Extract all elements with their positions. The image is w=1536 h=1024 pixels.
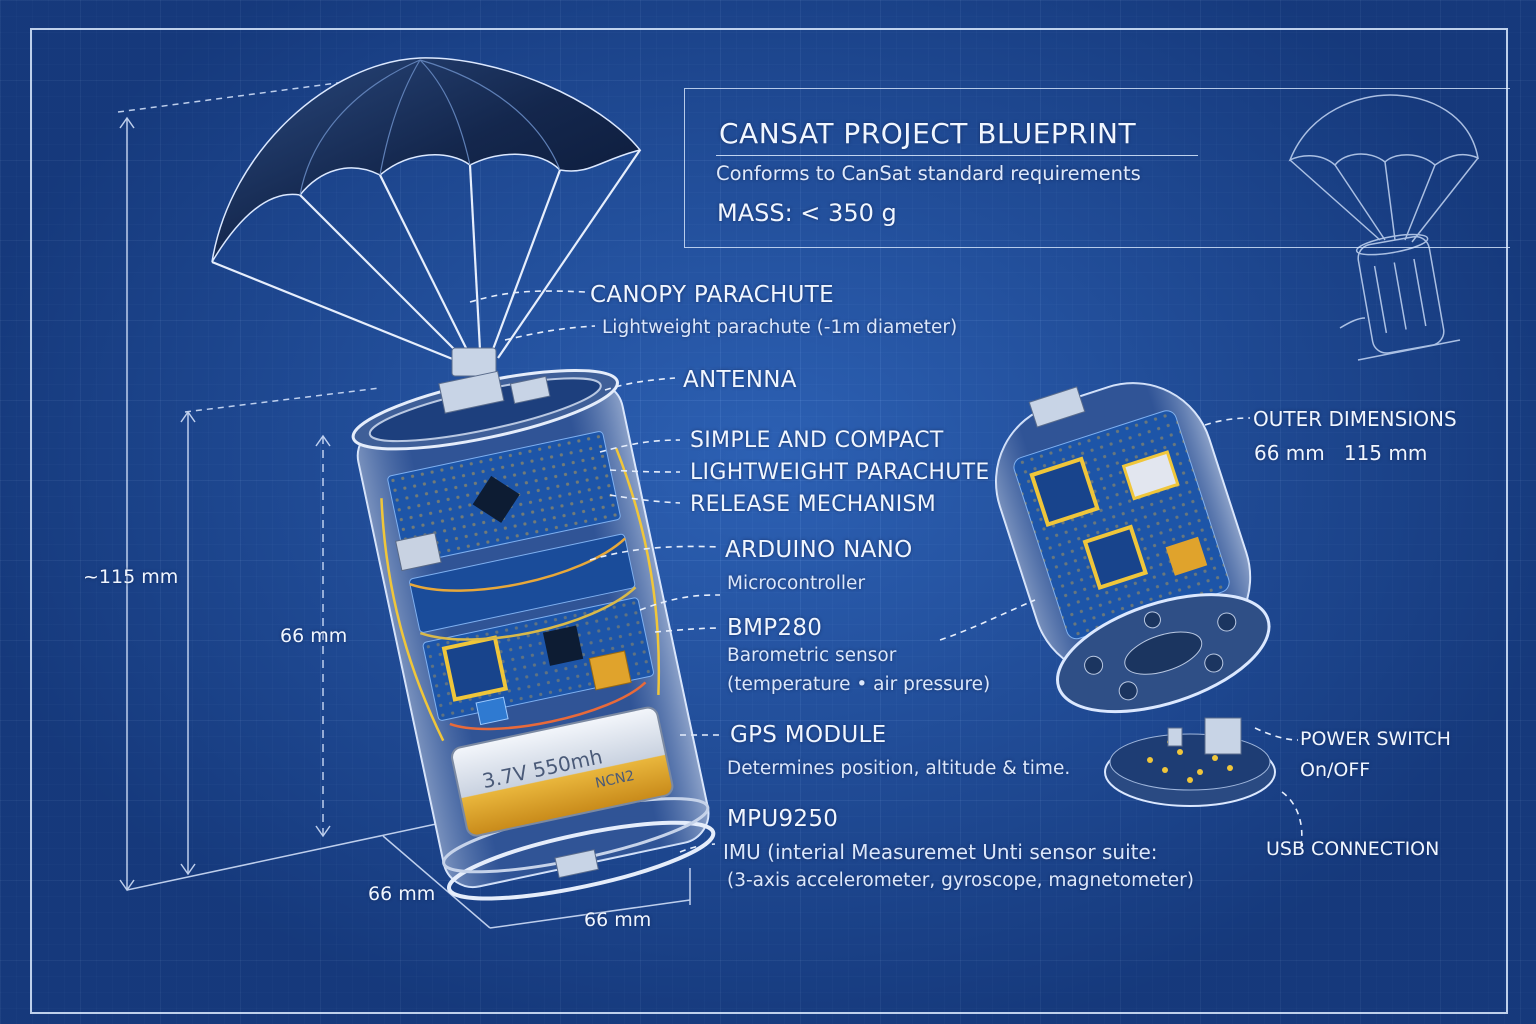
antenna-title: ANTENNA <box>683 367 797 393</box>
mpu-desc2: (3-axis accelerometer, gyroscope, magnet… <box>727 870 1194 891</box>
dimension-height-total: ~115 mm <box>83 566 179 588</box>
power-switch-disc-drawing <box>1104 717 1276 807</box>
page-title: CANSAT PROJECT BLUEPRINT <box>719 117 1137 150</box>
dimension-lines <box>117 71 691 929</box>
parachute-sketch-icon <box>1288 94 1479 361</box>
arduino-title: ARDUINO NANO <box>725 537 913 563</box>
leader-lines <box>469 290 1303 853</box>
title-underline <box>716 155 1198 156</box>
dimension-diameter-b: 66 mm <box>584 909 652 931</box>
outer-dimensions-values: 66 mm 115 mm <box>1254 441 1428 465</box>
canopy-parachute-drawing <box>211 57 642 377</box>
title-box <box>684 88 1510 248</box>
gps-title: GPS MODULE <box>730 722 887 748</box>
usb-connection-label: USB CONNECTION <box>1266 838 1440 860</box>
power-switch-title: POWER SWITCH <box>1300 728 1451 750</box>
blueprint-frame <box>30 28 1508 1014</box>
outer-dimensions-title: OUTER DIMENSIONS <box>1253 407 1457 431</box>
dimension-diameter-a: 66 mm <box>368 883 436 905</box>
mass-spec: MASS: < 350 g <box>717 199 897 227</box>
canopy-desc: Lightweight parachute (-1m diameter) <box>602 317 958 338</box>
release-line3: RELEASE MECHANISM <box>690 492 937 517</box>
release-line1: SIMPLE AND COMPACT <box>690 428 944 453</box>
cansat-body-drawing: 3.7V 550mh NCN2 <box>351 368 716 901</box>
power-switch-desc: On/OFF <box>1300 759 1371 781</box>
cansat-side-view-drawing <box>995 382 1271 714</box>
arduino-desc: Microcontroller <box>727 573 866 594</box>
mpu-title: MPU9250 <box>727 806 839 832</box>
release-line2: LIGHTWEIGHT PARACHUTE <box>690 460 990 485</box>
gps-desc: Determines position, altitude & time. <box>727 758 1071 779</box>
bmp280-title: BMP280 <box>727 615 823 641</box>
bmp280-desc2: (temperature • air pressure) <box>727 674 991 695</box>
canopy-title: CANOPY PARACHUTE <box>590 282 834 308</box>
dimension-height-body: 66 mm <box>280 625 348 647</box>
page-subtitle: Conforms to CanSat standard requirements <box>716 162 1141 185</box>
mpu-desc1: IMU (interial Measuremet Unti sensor sui… <box>723 840 1158 864</box>
bmp280-desc1: Barometric sensor <box>727 645 897 666</box>
